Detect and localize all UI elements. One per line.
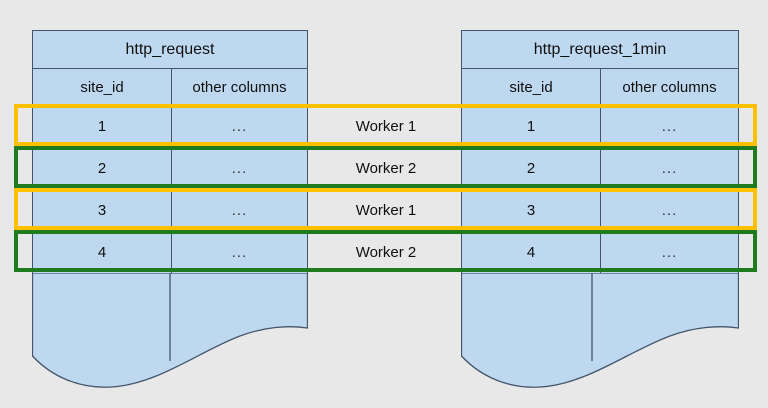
cell-other-columns: ...	[171, 148, 307, 189]
cell-site-id: 1	[97, 118, 107, 135]
cell-site-id: 2	[97, 160, 107, 177]
table-row: 3 ...	[461, 190, 739, 232]
cell-site-id: 1	[526, 118, 536, 135]
worker-label-row-4: Worker 2	[355, 243, 417, 261]
column-header-site-id: site_id	[80, 78, 124, 96]
cell-site-id: 3	[526, 202, 536, 219]
cell-site-id: 4	[97, 244, 107, 261]
torn-edge-icon	[32, 273, 308, 388]
table-row: 1 ...	[461, 106, 739, 148]
table-row: 3 ...	[32, 190, 308, 232]
table-row: 1 ...	[32, 106, 308, 148]
table-title: http_request	[32, 30, 308, 69]
table-truncation-right	[461, 273, 739, 393]
torn-edge-icon	[461, 273, 739, 388]
table-row: 4 ...	[461, 232, 739, 274]
cell-other-columns: ...	[600, 106, 738, 147]
column-header-row: site_id other columns	[32, 69, 308, 106]
cell-other-columns: ...	[171, 232, 307, 273]
table-row: 4 ...	[32, 232, 308, 274]
cell-other-columns: ...	[600, 232, 738, 273]
column-header-site-id: site_id	[509, 78, 553, 96]
cell-site-id: 4	[526, 244, 536, 261]
table-title: http_request_1min	[461, 30, 739, 69]
cell-site-id: 3	[97, 202, 107, 219]
worker-label-row-3: Worker 1	[355, 201, 417, 219]
cell-other-columns: ...	[171, 106, 307, 147]
column-header-other-columns: other columns	[171, 69, 307, 105]
table-row: 2 ...	[32, 148, 308, 190]
table-truncation-left	[32, 273, 308, 393]
column-header-row: site_id other columns	[461, 69, 739, 106]
table-row: 2 ...	[461, 148, 739, 190]
cell-other-columns: ...	[171, 190, 307, 231]
cell-other-columns: ...	[600, 148, 738, 189]
worker-label-row-2: Worker 2	[355, 159, 417, 177]
table-http-request-1min: http_request_1min site_id other columns …	[461, 30, 739, 274]
worker-label-row-1: Worker 1	[355, 117, 417, 135]
column-header-other-columns: other columns	[600, 69, 738, 105]
cell-site-id: 2	[526, 160, 536, 177]
table-http-request: http_request site_id other columns 1 ...…	[32, 30, 308, 274]
cell-other-columns: ...	[600, 190, 738, 231]
